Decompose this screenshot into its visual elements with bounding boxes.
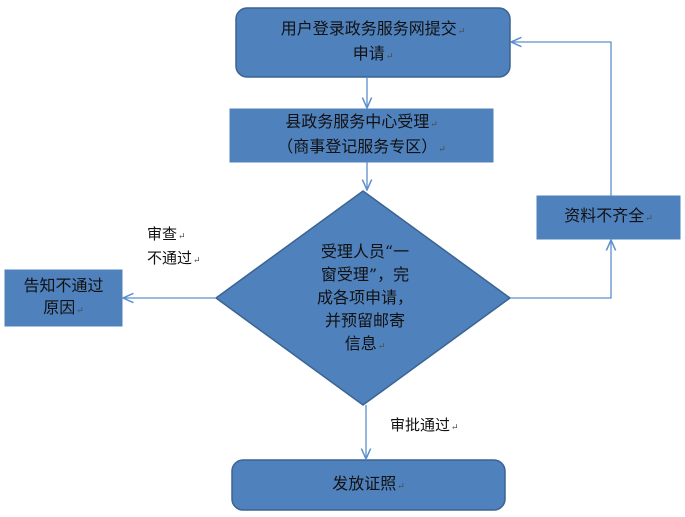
reject-edge-label-line1: 审查 (147, 225, 178, 243)
incomplete-node: 资料不齐全↵ (537, 196, 680, 239)
notify-node-line1: 告知不通过 (23, 275, 104, 295)
paragraph-mark-icon: ↵ (645, 214, 653, 224)
paragraph-mark-icon: ↵ (76, 305, 84, 316)
decision-node-line5: 信息 (344, 334, 377, 353)
reject-edge-label-line2: 不通过 (147, 249, 193, 267)
arrow-decision-to-incomplete (510, 240, 611, 299)
arrow-incomplete-to-submit (511, 42, 612, 196)
paragraph-mark-icon: ↵ (438, 144, 446, 155)
approve-edge-label: 审批通过↵ (390, 415, 459, 439)
paragraph-mark-icon: ↵ (385, 51, 394, 62)
decision-node-line2: 窗受理”，完 (320, 265, 410, 284)
decision-node-line1: 受理人员“一 (320, 242, 410, 261)
paragraph-mark-icon: ↵ (397, 481, 405, 492)
paragraph-mark-icon: ↵ (457, 26, 466, 37)
approve-edge-label-text: 审批通过 (390, 416, 451, 434)
incomplete-node-shape (536, 195, 681, 240)
paragraph-mark-icon: ↵ (430, 119, 438, 130)
decision-node-line3: 成各项申请， (316, 288, 413, 307)
paragraph-mark-icon: ↵ (377, 342, 386, 352)
reject-edge-label: 审查↵ 不通过↵ (147, 224, 201, 272)
decision-node-shape (214, 190, 512, 406)
notify-node-line2: 原因 (43, 297, 76, 317)
notify-node: 告知不通过 原因↵ (5, 270, 122, 326)
accept-node-line1: 县政务服务中心受理 (285, 111, 430, 131)
submit-node-line2: 申请 (352, 43, 385, 63)
paragraph-mark-icon: ↵ (178, 232, 186, 242)
submit-node: 用户登录政务服务网提交↵ 申请↵ (236, 8, 510, 77)
submit-node-line1: 用户登录政务服务网提交 (280, 18, 457, 38)
paragraph-mark-icon: ↵ (193, 256, 201, 266)
issue-node: 发放证照↵ (232, 460, 505, 510)
issue-node-text: 发放证照 (332, 473, 397, 493)
notify-node-shape (4, 269, 123, 327)
accept-node-shape (229, 108, 494, 163)
accept-node-line2: （商事登记服务专区） (277, 136, 438, 156)
decision-node: 受理人员“一 窗受理”，完 成各项申请， 并预留邮寄 信息↵ (290, 237, 440, 362)
accept-node: 县政务服务中心受理↵ （商事登记服务专区）↵ (230, 109, 493, 162)
paragraph-mark-icon: ↵ (451, 423, 459, 433)
incomplete-node-text: 资料不齐全 (564, 206, 645, 225)
decision-node-line4: 并预留邮寄 (324, 311, 405, 330)
